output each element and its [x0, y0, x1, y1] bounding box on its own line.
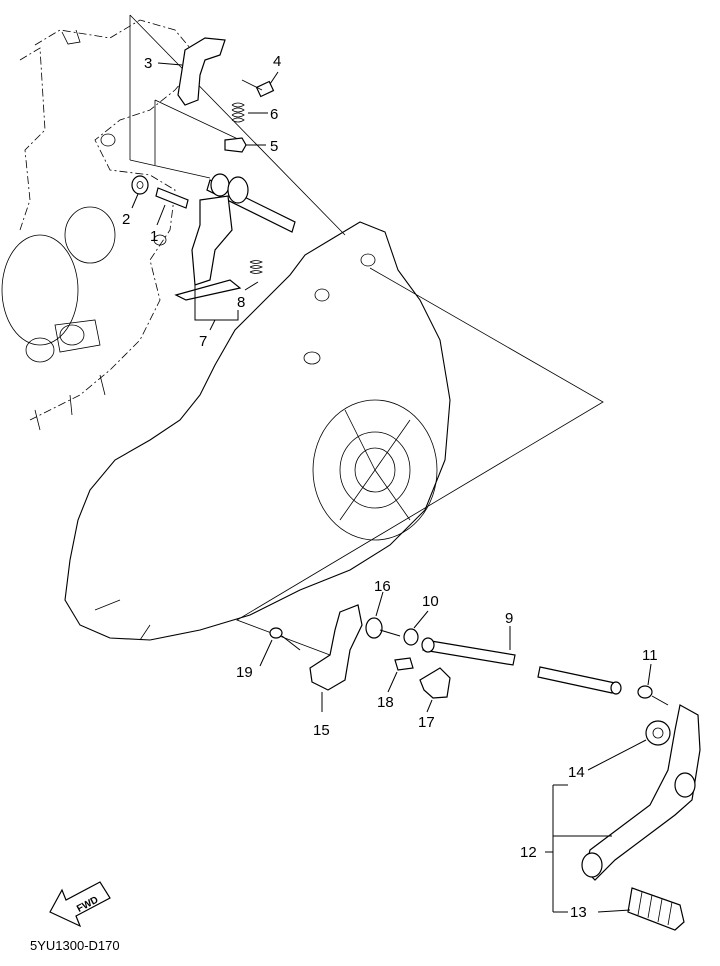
callout-2: 2 — [122, 211, 130, 228]
shift-linkage-assembly — [269, 604, 701, 931]
crankcase-cover — [64, 221, 451, 641]
shift-shaft-part — [174, 173, 296, 301]
callout-7: 7 — [199, 333, 207, 350]
callout-12: 12 — [520, 844, 537, 861]
callout-5: 5 — [270, 138, 278, 155]
callout-14: 14 — [568, 764, 585, 781]
forward-arrow-icon: FWD — [49, 881, 111, 928]
spring-part-small — [249, 260, 263, 274]
drawing-code: 5YU1300-D170 — [30, 938, 120, 953]
shift-arm-part — [309, 604, 363, 691]
spring-part — [231, 102, 245, 123]
nut-part-10 — [403, 628, 419, 646]
callout-17: 17 — [418, 714, 435, 731]
cover-part-17 — [419, 667, 451, 699]
nut-part-11 — [637, 685, 653, 699]
shift-shaft-assembly — [131, 37, 296, 301]
callout-11: 11 — [642, 647, 658, 664]
callout-1: 1 — [150, 228, 158, 245]
callout-18: 18 — [377, 694, 394, 711]
pedal-rubber-part — [627, 887, 685, 931]
bolt-part-18 — [394, 657, 414, 671]
stud-bolt-part — [155, 187, 189, 209]
callout-8: 8 — [237, 294, 245, 311]
callout-labels: 1 2 3 4 5 6 7 8 9 10 11 12 13 14 15 16 1… — [122, 53, 658, 921]
shift-rod-part — [421, 637, 622, 695]
callout-13: 13 — [570, 904, 587, 921]
callout-4: 4 — [273, 53, 281, 70]
callout-3: 3 — [144, 55, 152, 72]
bolt-part — [241, 79, 275, 98]
crankcase-outline — [1, 19, 201, 431]
callout-9: 9 — [505, 610, 513, 627]
callout-16: 16 — [374, 578, 391, 595]
joint-part-16 — [365, 617, 383, 639]
pin-part — [224, 137, 247, 153]
bolt-part-19 — [269, 627, 301, 651]
callout-19: 19 — [236, 664, 253, 681]
callout-10: 10 — [422, 593, 439, 610]
bushing-part-14 — [645, 720, 671, 746]
washer-part — [131, 175, 149, 195]
callout-leaders — [131, 62, 652, 913]
callout-6: 6 — [270, 106, 278, 123]
callout-15: 15 — [313, 722, 330, 739]
shift-pedal-part — [584, 704, 701, 881]
shift-guide-part — [177, 37, 226, 106]
